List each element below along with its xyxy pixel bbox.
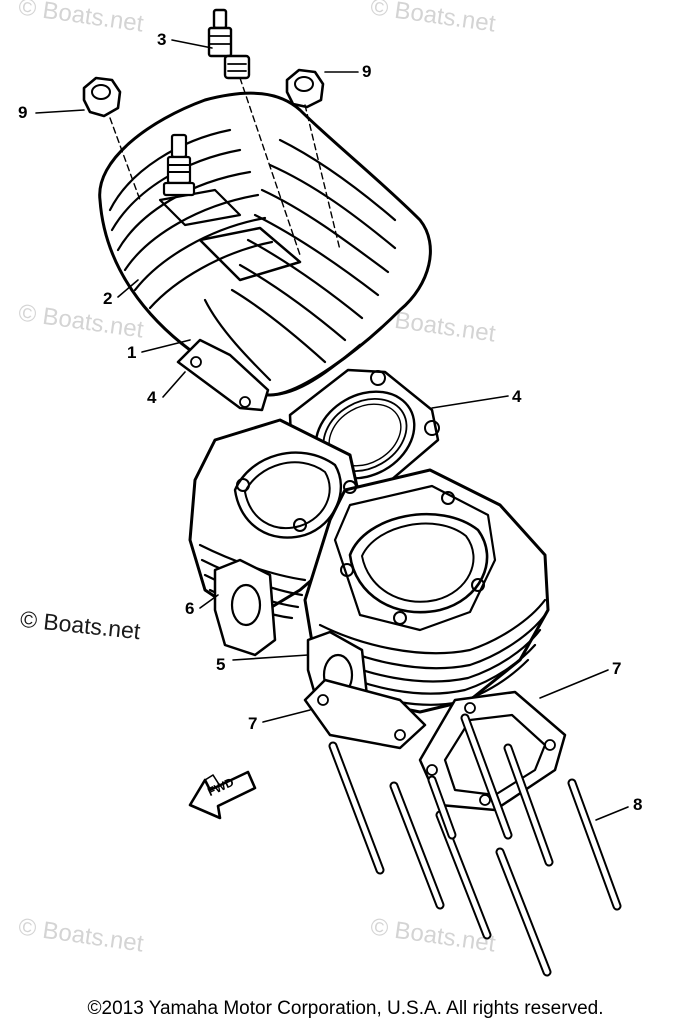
callout-3: 3: [157, 30, 167, 49]
callout-7-left: 7: [248, 714, 258, 733]
callout-9-right: 9: [362, 62, 372, 81]
callout-6: 6: [185, 599, 195, 618]
copyright-notice: ©2013 Yamaha Motor Corporation, U.S.A. A…: [87, 998, 604, 1019]
callout-2: 2: [103, 289, 113, 308]
stud-bolt: [427, 775, 457, 840]
nut-left: [82, 76, 122, 118]
callout-8: 8: [633, 795, 643, 814]
stud-bolt: [389, 781, 445, 910]
fwd-arrow-icon: [188, 770, 257, 820]
head-gasket-left: [176, 338, 270, 412]
stud-bolt: [495, 847, 552, 977]
callout-9-left: 9: [18, 103, 28, 122]
stud-bolt: [567, 778, 622, 911]
stud-bolt: [503, 743, 554, 867]
callout-4-left: 4: [147, 388, 157, 407]
spark-plug: [207, 8, 251, 80]
callout-1: 1: [127, 343, 137, 362]
nut-right: [285, 68, 325, 109]
base-gasket-left: [303, 678, 427, 750]
callout-4-right: 4: [512, 387, 522, 406]
spark-plug-installed: [162, 133, 196, 197]
leader-lines: [35, 39, 629, 821]
cylinder-block: [188, 418, 550, 714]
stud-bolt: [328, 741, 385, 875]
callout-7-right: 7: [612, 659, 622, 678]
callout-5: 5: [216, 655, 226, 674]
stud-bolts: [328, 713, 622, 977]
base-gasket-right: [418, 690, 567, 812]
stud-bolt: [460, 713, 513, 840]
